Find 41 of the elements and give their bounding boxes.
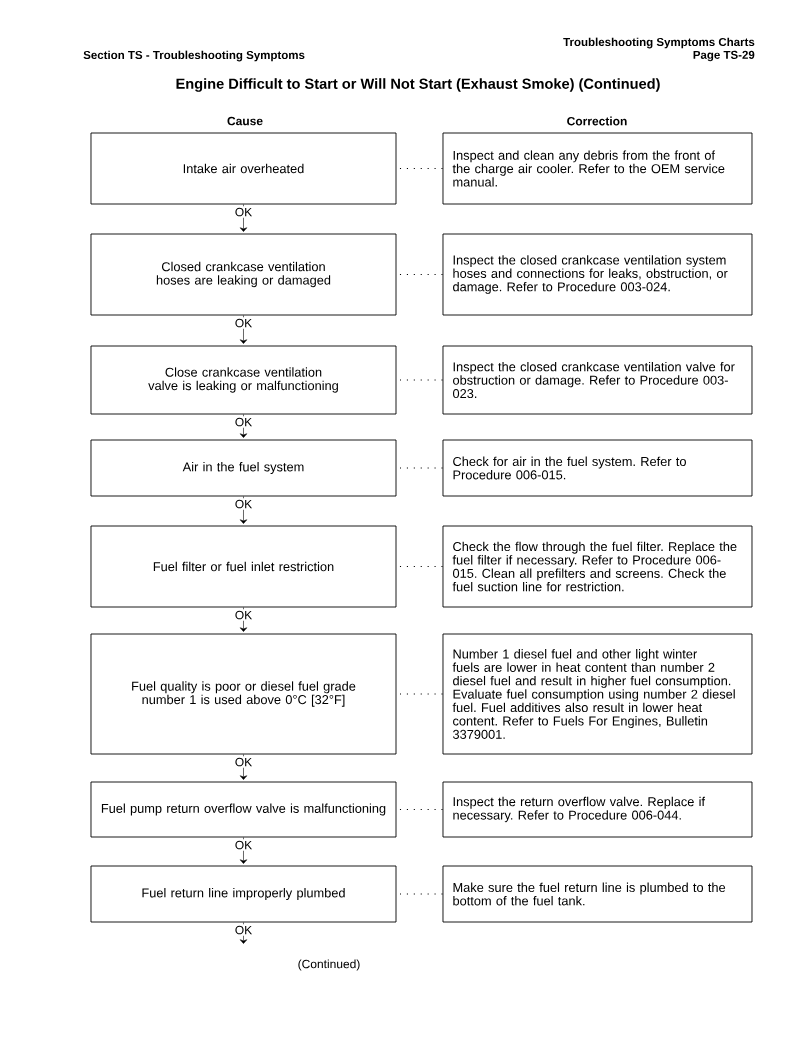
cause-box: Fuel quality is poor or diesel fuel grade number 1 is used above 0°C [32°F] <box>90 633 397 755</box>
page-number: Page TS-29 <box>693 50 755 62</box>
title: Engine Difficult to Start or Will Not Start (Exhaust Smoke) (Continued) <box>176 78 660 92</box>
edge-label: OK <box>233 206 254 218</box>
correction-box: Check for air in the fuel system. Refer to Procedure 006-015. <box>442 439 753 497</box>
edge-label: OK <box>233 317 254 329</box>
edge-label: OK <box>233 839 254 851</box>
edge-label: OK <box>233 498 254 510</box>
arrow <box>239 754 248 780</box>
arrow <box>239 607 248 632</box>
correction-box: Inspect the closed crankcase ventilation valve for obstruction or damage. Refer to Procedure 003-023. <box>442 345 753 415</box>
edge-label: OK <box>233 416 254 428</box>
correction-box: Make sure the fuel return line is plumbed to the bottom of the fuel tank. <box>442 865 753 923</box>
correction-box: Inspect the closed crankcase ventilation system hoses and connections for leaks, obstruction, or damage. Refer to Procedure 003-024. <box>442 233 753 316</box>
cause-box: Fuel return line improperly plumbed <box>90 865 397 923</box>
dotted-connector <box>399 168 444 169</box>
edge-label: OK <box>233 924 254 936</box>
arrow <box>239 496 248 524</box>
arrow <box>239 414 248 438</box>
edge-label: OK <box>233 609 254 621</box>
continuation-note: (Continued) <box>298 959 360 971</box>
cause-box: Intake air overheated <box>90 132 397 205</box>
cause-box: Fuel filter or fuel inlet restriction <box>90 525 397 608</box>
dotted-connector <box>399 809 444 810</box>
correction-box: Inspect the return overflow valve. Replace if necessary. Refer to Procedure 006-044. <box>442 781 753 838</box>
page-header: Section TS - Troubleshooting Symptoms <box>83 50 305 62</box>
arrow <box>239 204 248 232</box>
page-header: Troubleshooting Symptoms Charts <box>563 37 755 49</box>
arrow <box>239 315 248 344</box>
cause-box: Air in the fuel system <box>90 439 397 497</box>
cause-box: Fuel pump return overflow valve is malfunctioning <box>90 781 397 838</box>
arrow <box>239 922 248 944</box>
correction-box: Inspect and clean any debris from the front of the charge air cooler. Refer to the OEM service manual. <box>442 132 753 205</box>
correction-box: Check the flow through the fuel filter. Replace the fuel filter if necessary. Refer to Procedure 006-015. Clean all prefilters and screens. Check the fuel suction line for restriction. <box>442 525 753 608</box>
cause-box: Close crankcase ventilation valve is leaking or malfunctioning <box>90 345 397 415</box>
arrow <box>239 837 248 864</box>
correction-box: Number 1 diesel fuel and other light winter fuels are lower in heat content than number 2 diesel fuel and result in higher fuel consumption. Evaluate fuel consumption using number 2 diesel fuel. Fuel additives also result in lower heat content. Refer to Fuels For Engines, Bulletin 3379001. <box>442 633 753 755</box>
dotted-connector <box>399 274 444 275</box>
edge-label: OK <box>233 756 254 768</box>
cause-box: Closed crankcase ventilation hoses are leaking or damaged <box>90 233 397 316</box>
dotted-connector <box>399 566 444 567</box>
